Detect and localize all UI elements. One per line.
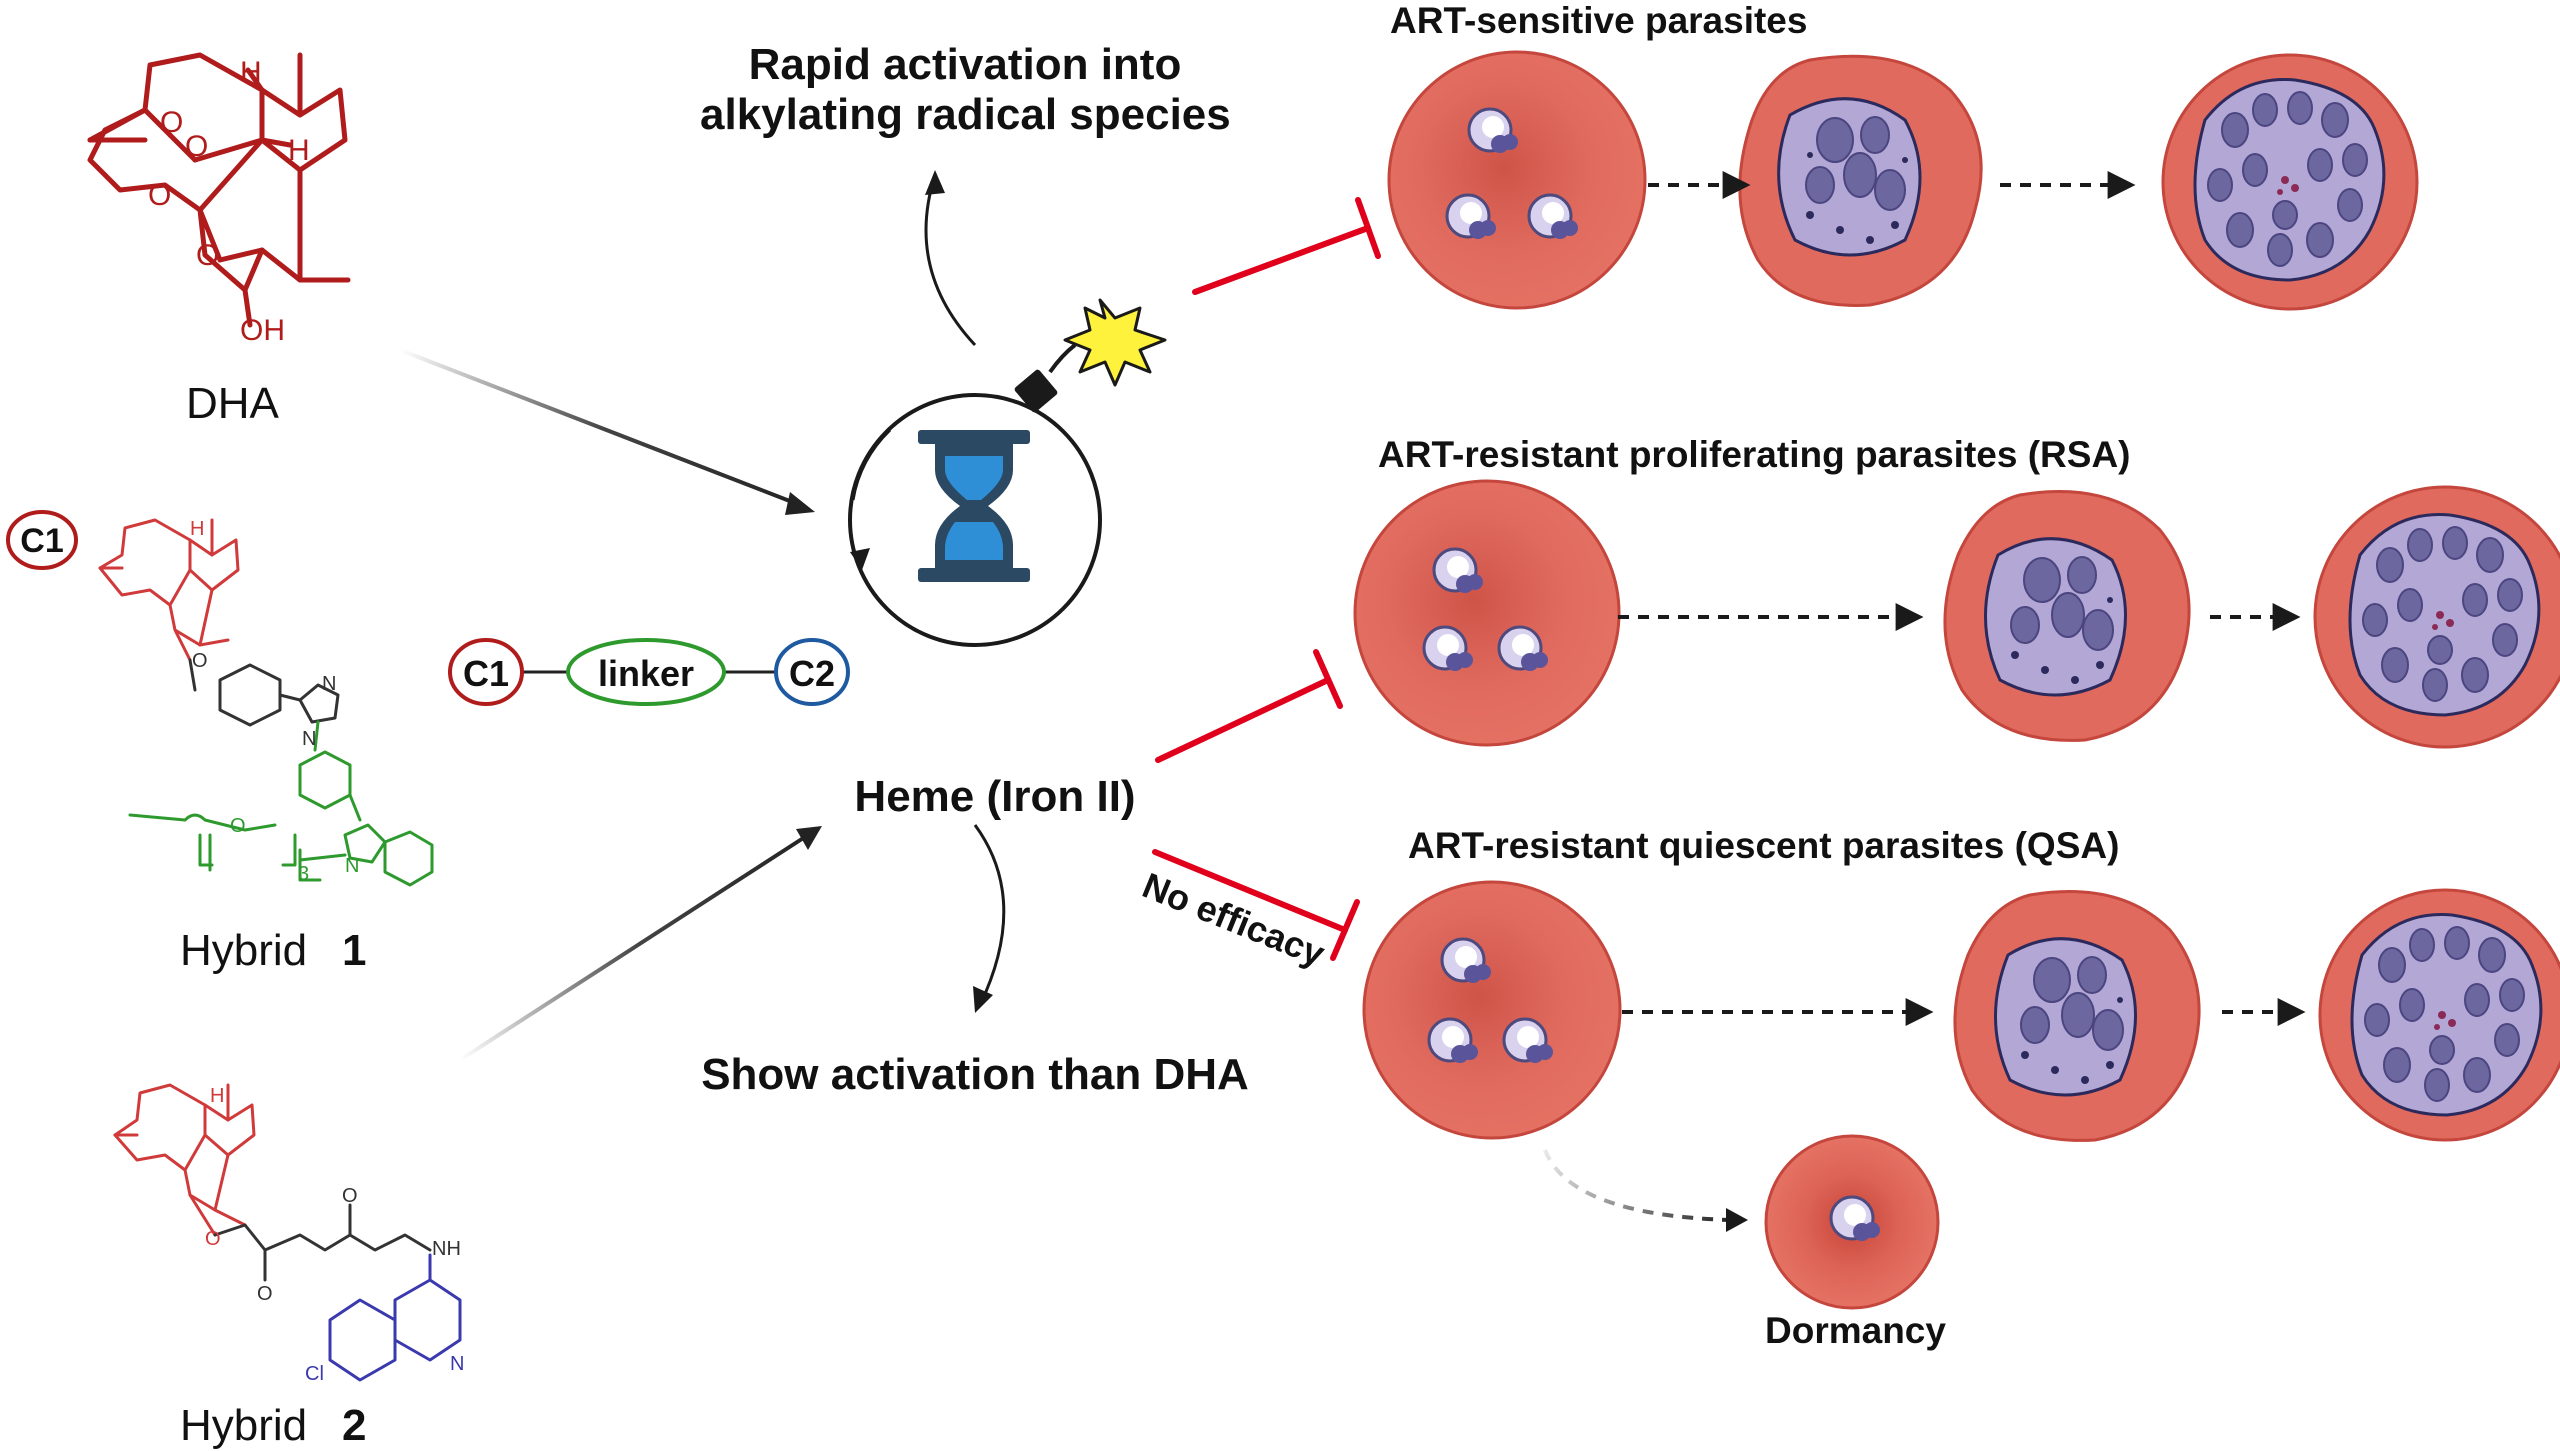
atom-subscript: 3 — [298, 863, 309, 885]
dha-structure — [87, 52, 351, 328]
inhibit-rsa — [1155, 649, 1343, 763]
rsa-title: ART-resistant proliferating parasites (R… — [1378, 434, 2131, 475]
hybrid2-number: 2 — [342, 1401, 366, 1450]
atom-h: H — [240, 56, 262, 89]
hybrid1-text: Hybrid — [180, 926, 307, 975]
heme-label: Heme (Iron II) — [854, 772, 1136, 821]
bomb-fuse-icon — [1014, 343, 1077, 413]
hybrid1-atom-labels: H O N N O N 3 — [190, 518, 359, 885]
atom-n: N — [302, 728, 316, 750]
hybrid2-atom-labels: H O O O NH Cl N — [205, 1085, 464, 1385]
linker-node — [566, 638, 726, 706]
inhibit-sensitive — [1192, 197, 1381, 295]
hybrid2-label: Hybrid 2 — [180, 1401, 366, 1450]
svg-text:C1: C1 — [463, 653, 509, 694]
qsa-rbc-trophozoite — [1953, 890, 2201, 1142]
no-efficacy-label: No efficacy — [1137, 864, 1330, 974]
hybrid1-structure — [98, 518, 434, 887]
hybrid1-number: 1 — [342, 926, 366, 975]
slow-activation-label: Show activation than DHA — [701, 1050, 1249, 1099]
c1-badge: C1 — [6, 510, 78, 570]
arrow-dormancy — [1543, 1149, 1731, 1222]
atom-n: N — [450, 1353, 464, 1375]
atom-n: N — [322, 673, 336, 695]
atom-h: H — [210, 1085, 224, 1107]
dha-label: DHA — [186, 379, 280, 428]
linker-c2-node — [774, 638, 850, 706]
rsa-rbc-trophozoite — [1943, 490, 2191, 742]
sensitive-rbc-trophozoite — [1738, 54, 1983, 307]
rsa-rbc-ring — [1353, 479, 1621, 747]
linker-c1-node — [448, 638, 524, 706]
atom-cl: Cl — [305, 1363, 324, 1385]
hybrid2-structure — [113, 1083, 462, 1382]
atom-nh: NH — [432, 1238, 461, 1260]
hourglass-icon — [918, 430, 1030, 582]
atom-o: O — [257, 1283, 273, 1305]
dormancy-label: Dormancy — [1765, 1310, 1946, 1351]
atom-o: O — [342, 1185, 358, 1207]
dha-atom-labels: H H O O O O OH — [148, 56, 310, 347]
hybrid1-label: Hybrid 1 — [180, 926, 366, 975]
to-rapid-arrow — [924, 174, 977, 347]
sensitive-rbc-ring — [1387, 50, 1647, 310]
atom-o: O — [160, 106, 183, 139]
qsa-title: ART-resistant quiescent parasites (QSA) — [1408, 825, 2120, 866]
hybrid2-to-heme-arrow — [458, 826, 822, 1062]
rsa-rbc-schizont — [2313, 485, 2560, 749]
atom-oh: OH — [240, 314, 285, 347]
explosion-spark-icon — [1063, 298, 1167, 387]
inhibit-qsa — [1152, 849, 1360, 961]
rapid-activation-label: Rapid activation into alkylating radical… — [700, 40, 1231, 139]
svg-text:C1: C1 — [20, 522, 63, 560]
atom-o: O — [185, 130, 208, 163]
atom-o: O — [196, 239, 219, 272]
svg-text:linker: linker — [598, 653, 694, 694]
qsa-rbc-schizont — [2318, 888, 2560, 1142]
sensitive-title: ART-sensitive parasites — [1390, 0, 1808, 41]
hybrid2-text: Hybrid — [180, 1401, 307, 1450]
dormant-rbc — [1764, 1134, 1940, 1310]
atom-h: H — [288, 134, 310, 167]
linker-scheme: C1 linker C2 — [448, 638, 850, 706]
atom-o: O — [192, 650, 208, 672]
atom-n: N — [345, 855, 359, 877]
to-slow-arrow — [973, 824, 1006, 1006]
atom-o: O — [148, 179, 171, 212]
qsa-rbc-ring — [1362, 880, 1622, 1140]
atom-o: O — [230, 815, 246, 837]
dha-to-center-arrow — [399, 348, 815, 515]
svg-text:C2: C2 — [789, 653, 835, 694]
atom-o: O — [205, 1228, 221, 1250]
atom-h: H — [190, 518, 204, 540]
sensitive-rbc-schizont — [2161, 53, 2419, 311]
